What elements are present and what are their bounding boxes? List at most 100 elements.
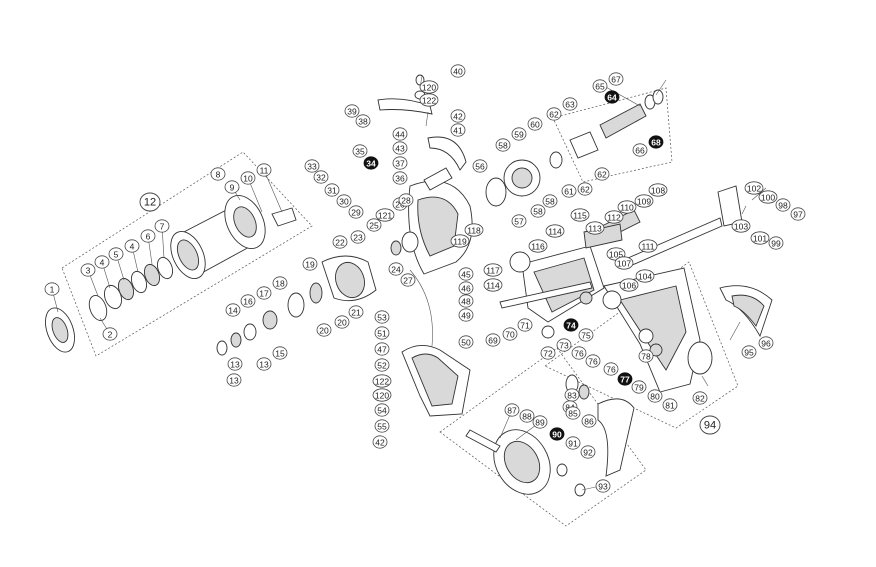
part-label-text: 109 (637, 197, 651, 207)
part-label-text: 120 (422, 83, 436, 93)
part-label-text: 91 (568, 439, 578, 449)
part-label-46: 46 (458, 281, 474, 295)
part-label-text: 9 (230, 183, 235, 193)
part-label-text: 83 (567, 391, 577, 401)
part-label-51: 51 (374, 326, 390, 340)
part-label-73: 73 (556, 338, 572, 352)
part-label-76: 76 (603, 362, 619, 376)
part-label-22: 22 (332, 235, 348, 249)
part-label-60: 60 (527, 117, 543, 131)
part-label-121: 121 (375, 208, 395, 222)
part-label-text: 98 (778, 201, 788, 211)
part-label-106: 106 (619, 278, 639, 292)
part-label-80: 80 (647, 389, 663, 403)
part-label-text: 50 (461, 338, 471, 348)
part-label-text: 59 (514, 130, 524, 140)
part-label-76: 76 (585, 354, 601, 368)
part-label-112: 112 (604, 210, 624, 224)
part-label-text: 11 (260, 166, 269, 176)
part-label-text: 67 (611, 75, 621, 85)
part-label-text: 115 (573, 211, 587, 221)
part-label-62: 62 (594, 167, 610, 181)
part-label-text: 77 (620, 375, 630, 385)
part-label-text: 110 (620, 203, 634, 213)
part-label-62: 62 (546, 107, 562, 121)
part-label-text: 4 (130, 242, 135, 252)
part-label-text: 15 (275, 349, 285, 359)
part-label-text: 21 (351, 308, 361, 318)
part-label-text: 42 (453, 112, 463, 122)
part-label-text: 41 (453, 126, 463, 136)
part-label-74: 74 (563, 318, 579, 332)
part-label-90: 90 (549, 427, 565, 441)
part-label-text: 99 (771, 239, 781, 249)
part-label-text: 113 (588, 224, 602, 234)
part-label-text: 52 (377, 361, 387, 371)
part-label-94: 94 (699, 415, 721, 435)
part-label-92: 92 (580, 445, 596, 459)
part-label-text: 17 (259, 289, 269, 299)
part-label-33: 33 (304, 159, 320, 173)
part-label-text: 92 (583, 448, 593, 458)
part-label-text: 53 (377, 313, 387, 323)
part-label-text: 120 (375, 391, 389, 401)
part-label-text: 48 (461, 297, 471, 307)
part-label-3: 3 (80, 263, 96, 277)
part-label-39: 39 (344, 104, 360, 118)
part-label-24: 24 (388, 262, 404, 276)
part-label-82: 82 (692, 391, 708, 405)
part-label-93: 93 (595, 479, 611, 493)
part-label-text: 46 (461, 284, 471, 294)
part-label-57: 57 (511, 214, 527, 228)
drag-washer-parts (216, 255, 377, 356)
part-label-text: 47 (377, 345, 387, 355)
part-label-58: 58 (542, 194, 558, 208)
part-label-20: 20 (316, 323, 332, 337)
part-label-text: 42 (375, 438, 385, 448)
part-label-95: 95 (741, 345, 757, 359)
part-label-85: 85 (565, 406, 581, 420)
part-label-text: 20 (337, 318, 347, 328)
part-label-117: 117 (483, 263, 503, 277)
part-label-text: 33 (307, 162, 317, 172)
part-label-119: 119 (450, 234, 470, 248)
part-label-64: 64 (604, 90, 620, 104)
part-label-16: 16 (240, 294, 256, 308)
part-label-text: 32 (316, 173, 326, 183)
part-label-11: 11 (256, 163, 272, 177)
gear-parts (485, 89, 664, 207)
part-label-text: 76 (574, 349, 584, 359)
rotor-parts (377, 74, 473, 417)
body-parts (499, 185, 773, 393)
part-label-36: 36 (392, 171, 408, 185)
part-label-63: 63 (562, 97, 578, 111)
part-label-text: 86 (584, 417, 594, 427)
part-number-callouts: 1234456789101112131313141516171819202021… (44, 64, 806, 493)
part-label-text: 87 (507, 406, 517, 416)
part-label-45: 45 (458, 267, 474, 281)
part-label-21: 21 (348, 305, 364, 319)
part-label-text: 64 (607, 93, 617, 103)
part-label-text: 34 (366, 159, 376, 169)
part-label-text: 81 (665, 401, 675, 411)
part-label-69: 69 (485, 333, 501, 347)
part-label-28: 28 (398, 193, 414, 207)
part-label-30: 30 (336, 194, 352, 208)
part-label-text: 13 (230, 360, 240, 370)
part-label-text: 65 (595, 82, 605, 92)
part-label-text: 76 (606, 365, 616, 375)
part-label-text: 122 (422, 96, 436, 106)
part-label-text: 63 (565, 100, 575, 110)
part-label-text: 57 (514, 217, 524, 227)
part-label-20: 20 (334, 315, 350, 329)
part-label-text: 56 (475, 162, 485, 172)
part-label-text: 75 (581, 331, 591, 341)
part-label-text: 18 (275, 279, 285, 289)
part-label-115: 115 (570, 208, 590, 222)
part-label-text: 3 (86, 266, 91, 276)
part-label-text: 122 (375, 377, 389, 387)
part-label-text: 43 (395, 144, 405, 154)
part-label-text: 80 (650, 392, 660, 402)
part-label-text: 5 (114, 250, 119, 260)
